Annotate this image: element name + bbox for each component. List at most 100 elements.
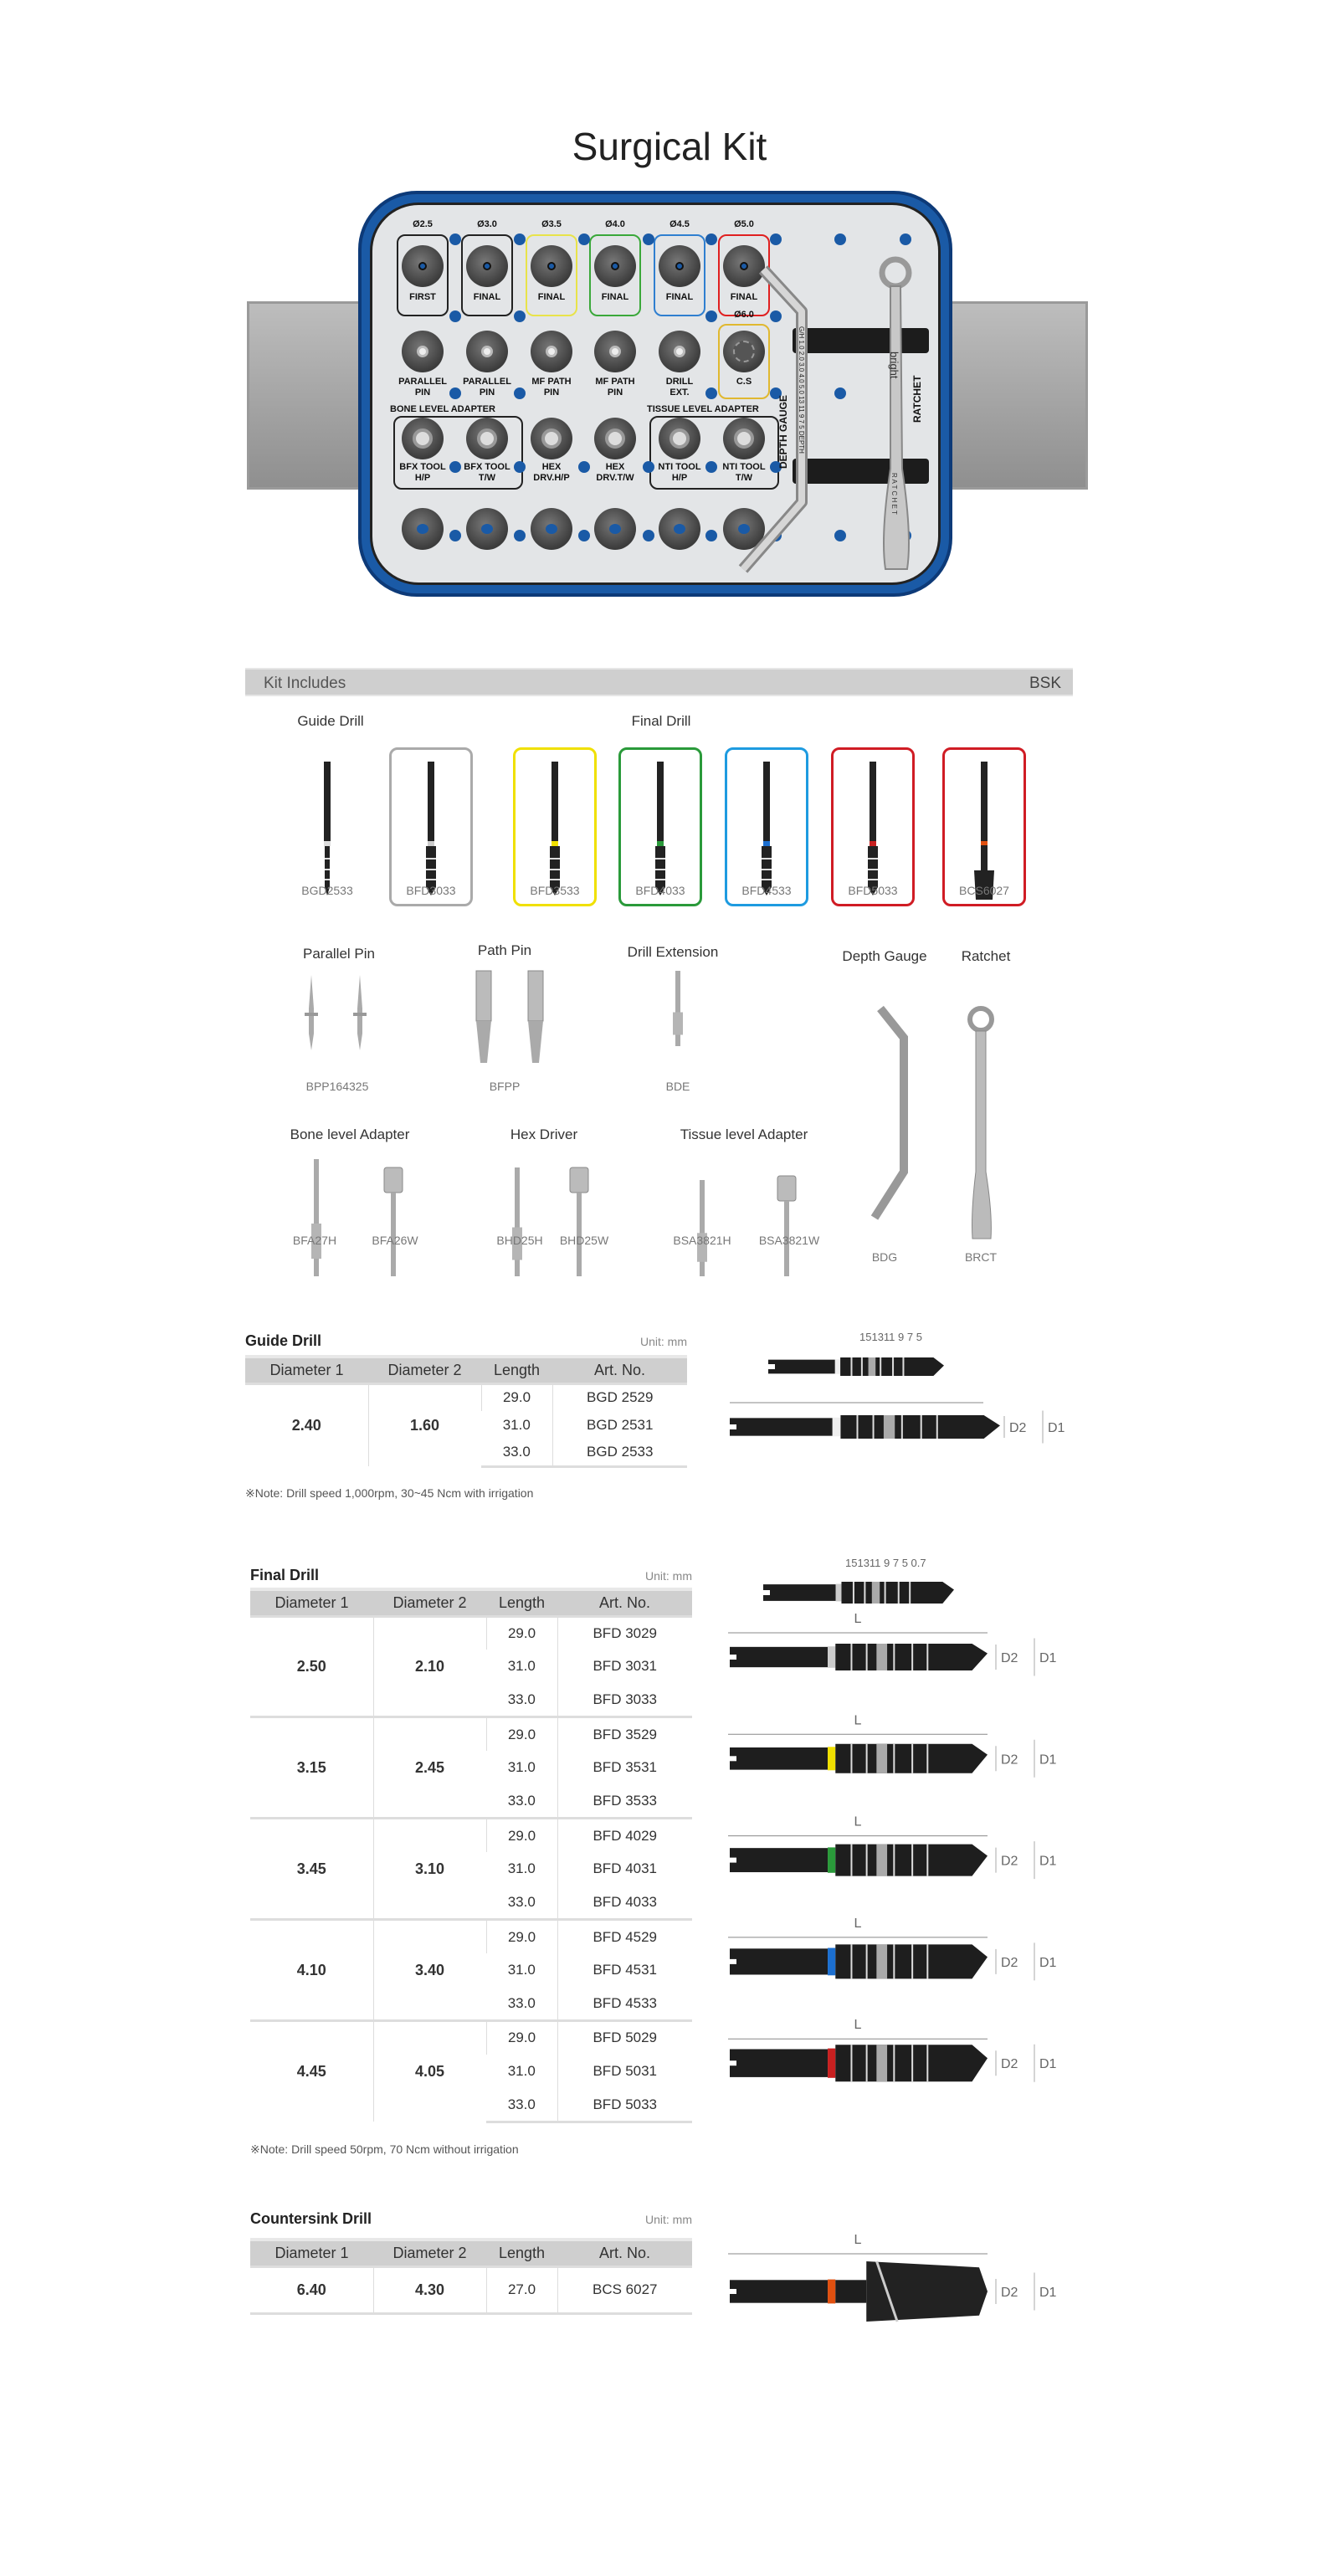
art-no: BFD 4029 xyxy=(557,1817,692,1853)
adapter-hole xyxy=(402,418,444,459)
blue-dot xyxy=(514,461,526,473)
tool-hole xyxy=(594,331,636,372)
drill-code: BGD2533 xyxy=(301,884,353,897)
blue-dot xyxy=(449,233,461,245)
blue-dot xyxy=(449,461,461,473)
spare-hole xyxy=(594,508,636,550)
slot-diameter: Ø2.5 xyxy=(413,219,433,229)
slot-label-line2: DRV.H/P xyxy=(533,473,570,483)
slot-label-line1: BFX TOOL xyxy=(464,462,510,472)
art-no: BCS 6027 xyxy=(557,2265,692,2315)
d2-label: D2 xyxy=(1009,1421,1027,1435)
column-header: Diameter 1 xyxy=(250,2238,373,2266)
ratchet-tool xyxy=(883,285,910,570)
art-no: BFD 5029 xyxy=(557,2019,692,2055)
ratchet-engraving: R A T C H E T xyxy=(890,473,898,515)
final-drill-title: Final Drill xyxy=(250,1567,320,1583)
ext-tool-icon xyxy=(673,971,683,1046)
tool-hole xyxy=(723,331,765,372)
diameter-1: 3.15 xyxy=(250,1716,373,1819)
d1-label: D1 xyxy=(1039,2286,1057,2300)
diameter-2: 2.10 xyxy=(372,1614,486,1717)
column-header: Diameter 2 xyxy=(368,1355,481,1383)
art-no: BFD 3031 xyxy=(557,1650,692,1684)
blue-dot xyxy=(770,233,782,245)
art-no: BFD 5033 xyxy=(557,2088,692,2123)
path-tool-icon xyxy=(475,970,492,1063)
diameter-2: 1.60 xyxy=(367,1382,481,1466)
art-no: BGD 2529 xyxy=(552,1382,687,1411)
vertical-drill-icon xyxy=(868,762,878,895)
diameter-2: 4.30 xyxy=(372,2265,486,2315)
drill-hole xyxy=(466,245,508,287)
blue-dot xyxy=(770,461,782,473)
blue-dot xyxy=(834,387,846,399)
slot-label-line2: H/P xyxy=(671,473,688,483)
slot-label-line2: T/W xyxy=(735,473,753,483)
blue-dot xyxy=(643,530,654,541)
blue-dot xyxy=(770,387,782,399)
spare-hole xyxy=(659,508,700,550)
length: 29.0 xyxy=(485,1614,557,1650)
depth-gauge-scale: G/H 1.0 2.0 3.0 4.0 5.0 13 11 9 7 5 DEPT… xyxy=(798,326,805,454)
depth-gauge-label: DEPTH GAUGE xyxy=(777,395,789,469)
slot-diameter: Ø4.0 xyxy=(605,219,625,229)
dimension-brackets xyxy=(995,2272,1035,2311)
slot-frame xyxy=(589,234,641,316)
length: 31.0 xyxy=(507,1658,536,1675)
diameter-1: 6.40 xyxy=(250,2265,373,2315)
art-no: BFD 4033 xyxy=(557,1886,692,1920)
slot-label-line1: MF PATH xyxy=(531,377,572,387)
kit-items-drawings xyxy=(305,762,994,1276)
spare-hole xyxy=(402,508,444,550)
drill-code: BFD4533 xyxy=(741,884,792,897)
drill-hole xyxy=(531,245,572,287)
blue-dot xyxy=(449,310,461,322)
slot-label-line2: PIN xyxy=(479,387,495,398)
art-no: BFD 4533 xyxy=(557,1987,692,2021)
length-label: L xyxy=(854,2018,862,2032)
drill-hole xyxy=(402,245,444,287)
art-no: BFD 4529 xyxy=(557,1918,692,1953)
blue-dot xyxy=(643,461,654,473)
accessory-code: BDG xyxy=(871,1250,898,1264)
pin-tool-icon xyxy=(305,975,318,1050)
length: 31.0 xyxy=(507,1962,536,1978)
vertical-drill-icon xyxy=(426,762,436,895)
art-no: BFD 3533 xyxy=(557,1784,692,1819)
final-drill-diagram xyxy=(730,1844,988,1876)
note: ※Note: Drill speed 1,000rpm, 30~45 Ncm w… xyxy=(245,1486,534,1500)
blue-dot xyxy=(578,530,590,541)
d1-label: D1 xyxy=(1039,1752,1057,1767)
drill-hole xyxy=(659,245,700,287)
dimension-brackets xyxy=(995,1841,1035,1880)
accessory-heading: Tissue level Adapter xyxy=(680,1126,808,1142)
guide-drill-diagram xyxy=(730,1415,1000,1439)
slot-label-line1: MF PATH xyxy=(595,377,635,387)
adapter-hole xyxy=(659,418,700,459)
path-tool-icon xyxy=(527,970,544,1063)
length: 31.0 xyxy=(507,2063,536,2079)
countersink-drill-diagram xyxy=(730,2260,988,2322)
length: 27.0 xyxy=(485,2265,557,2315)
vertical-drill-icon xyxy=(974,762,994,900)
art-no: BFD 3029 xyxy=(557,1614,692,1650)
note: ※Note: Drill speed 50rpm, 70 Ncm without… xyxy=(250,2142,519,2156)
diameter-1: 3.45 xyxy=(250,1817,373,1920)
accessory-code: BFA26W xyxy=(372,1234,418,1247)
drill-frame xyxy=(389,747,473,906)
slot-label: FINAL xyxy=(601,292,629,302)
tool-hole xyxy=(466,331,508,372)
